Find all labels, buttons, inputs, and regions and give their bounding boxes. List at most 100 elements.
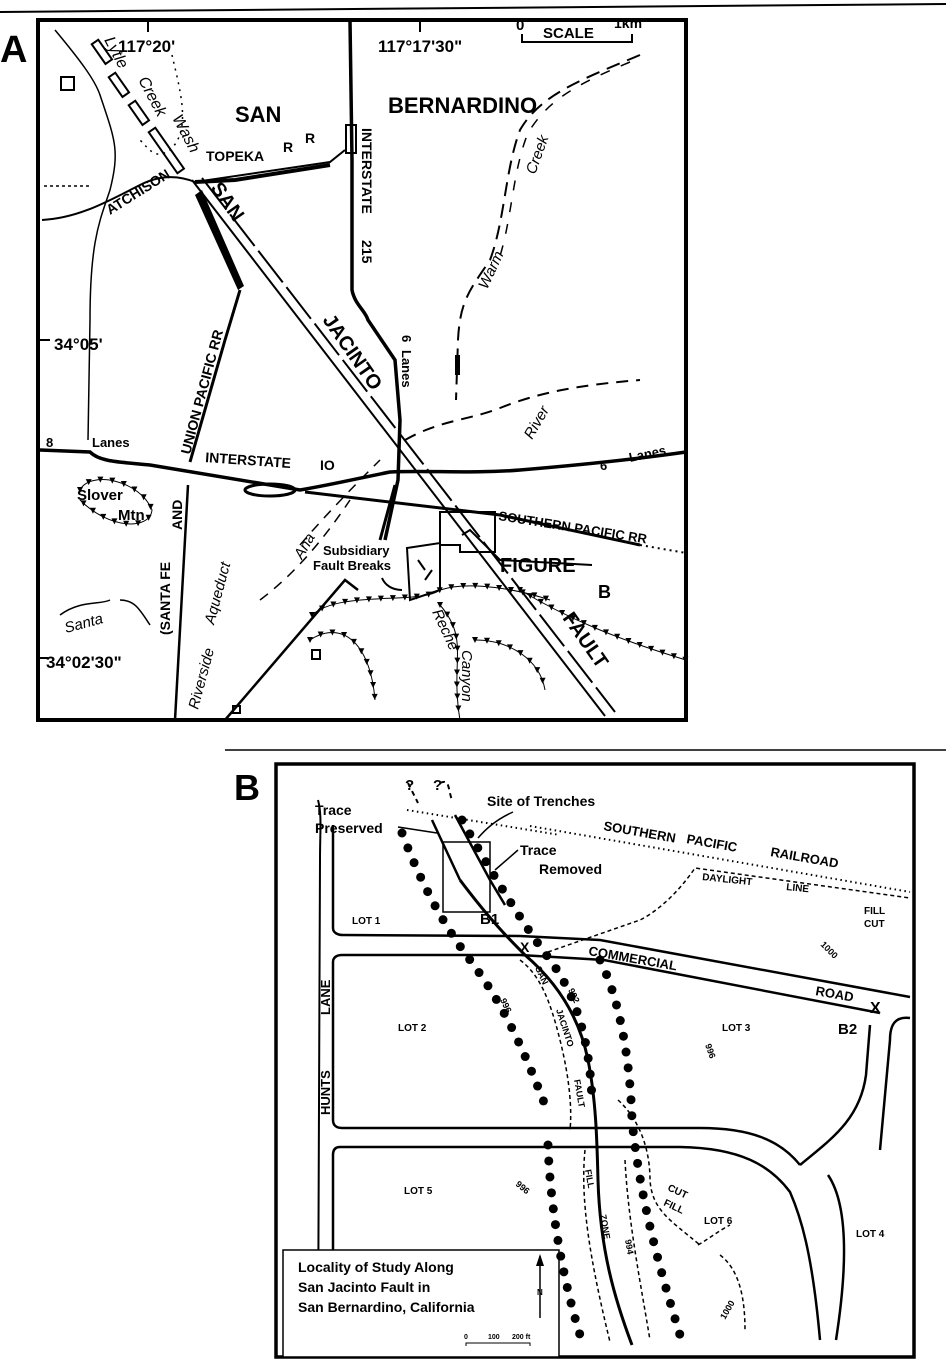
ridge-triangle — [341, 632, 348, 639]
ridge-triangle — [507, 586, 514, 593]
atchison-topeka-railroad — [41, 149, 346, 221]
ridge-triangle — [537, 598, 544, 605]
river-mark — [455, 355, 460, 375]
mountain-label: Mtn — [118, 507, 145, 524]
zone-boundary-dot — [649, 1237, 659, 1247]
ridge-triangle — [89, 507, 96, 514]
zone-boundary-dot — [397, 828, 407, 838]
warm-creek — [455, 54, 641, 401]
fill-zone-label: FILL — [583, 1169, 596, 1190]
zone-boundary-dot — [623, 1063, 633, 1073]
ridge-triangle — [534, 667, 541, 674]
ridge-triangle — [484, 583, 491, 590]
ridge-triangle — [436, 587, 443, 594]
railroad-label: PACIFIC — [685, 831, 738, 855]
zone-boundary-dot — [542, 951, 552, 961]
road-label: Lanes — [399, 350, 414, 388]
zone-boundary-dot — [507, 1023, 517, 1033]
railroad-label: UNION PACIFIC RR — [177, 328, 226, 456]
arrow — [381, 577, 403, 591]
ridge-triangle — [389, 595, 396, 602]
point-b2-label: B2 — [838, 1021, 857, 1038]
city-label: SAN — [235, 102, 281, 127]
ridge-triangle — [453, 633, 460, 640]
water-label: Canyon — [458, 650, 475, 702]
zone-boundary-dot — [403, 843, 413, 853]
zone-boundary-dot — [638, 1190, 648, 1200]
subsidiary-fault-box — [405, 541, 441, 602]
road-label: IO — [320, 457, 335, 473]
scale-label: 100 — [488, 1334, 500, 1341]
daylight-label: DAYLIGHT — [702, 872, 753, 888]
top-rule — [0, 3, 946, 13]
ridge-triangle — [401, 594, 408, 601]
zone-boundary-dot — [489, 870, 499, 880]
zone-boundary-dot — [577, 1022, 587, 1032]
scale-label: 200 ft — [512, 1334, 531, 1341]
panel-a-label: A — [0, 29, 27, 71]
zone-boundary-dot — [474, 968, 484, 978]
zone-boundary-dot — [570, 1314, 580, 1324]
zone-boundary-dot — [602, 970, 612, 980]
santa-ana-river — [259, 499, 351, 601]
ridge-triangle — [109, 477, 116, 484]
ridge — [439, 604, 461, 721]
zone-boundary-dot — [607, 985, 617, 995]
interchange — [345, 124, 357, 154]
ridge-triangle — [526, 657, 533, 664]
north-arrow-icon — [536, 1254, 544, 1318]
warm-creek — [497, 61, 631, 263]
ridge-triangle — [454, 693, 461, 700]
water-label: Aqueduct — [201, 560, 234, 627]
santa-ana-river — [299, 459, 381, 546]
panel-a-frame — [36, 18, 688, 722]
ridge-triangle — [342, 598, 349, 605]
latitude-label: 34°02'30" — [46, 653, 122, 672]
zone-boundary-dot — [583, 1053, 593, 1063]
panel-b-map: B SOUTHERN PACIFIC RAILROAD DAYLIGHT LIN… — [225, 749, 946, 1359]
southern-pacific-railroad — [639, 544, 687, 554]
road-label: INTERSTATE — [359, 128, 375, 214]
panel-b-frame — [274, 762, 916, 1359]
ridge-triangle — [472, 582, 479, 589]
ridge-triangle — [460, 583, 467, 590]
interstate-215 — [348, 19, 402, 541]
fill-cut-label: CUT — [864, 919, 885, 930]
ridge-triangle — [444, 611, 451, 618]
question-mark: ? — [433, 777, 442, 794]
water-label: Warm — [475, 248, 507, 291]
ridge-triangle — [317, 631, 324, 638]
road-label: 8 — [46, 435, 53, 450]
fault-label: FAULT — [572, 1079, 587, 1109]
road-label: HUNTS — [318, 1070, 333, 1115]
southern-pacific-railroad — [304, 490, 641, 547]
ridge-triangle — [542, 595, 549, 602]
ridge-triangle — [517, 650, 524, 657]
zone-boundary-dot — [633, 1158, 643, 1168]
zone-boundary-dot — [630, 1143, 640, 1153]
zone-boundary-dot — [653, 1252, 663, 1262]
zone-boundary-dot — [446, 928, 456, 938]
figure-b-label: FIGURE — [500, 555, 576, 577]
ridge-triangle — [353, 597, 360, 604]
contour-label: 996 — [703, 1042, 718, 1060]
commercial-road-south-edge — [342, 953, 881, 1015]
zone-boundary-dot — [416, 872, 426, 882]
contour-label: 1000 — [718, 1299, 737, 1321]
road-label: Lanes — [92, 435, 130, 450]
contour-label: 1000 — [819, 939, 840, 960]
road — [378, 484, 397, 541]
road-edge — [799, 1016, 911, 1341]
ridge-triangle — [365, 596, 372, 603]
zone-boundary-dot — [533, 1081, 543, 1091]
road-label: 6 — [399, 335, 414, 342]
legend-title: San Bernardino, California — [298, 1299, 475, 1315]
zone-boundary-dot — [628, 1127, 638, 1137]
contour-label: 994 — [623, 1239, 635, 1256]
ridge-triangle — [648, 645, 655, 652]
zone-boundary-dot — [566, 1298, 576, 1308]
ridge-triangle — [97, 476, 104, 483]
santa-ana-river — [404, 379, 641, 441]
trench-site-box — [442, 841, 491, 913]
ridge-triangle — [448, 584, 455, 591]
